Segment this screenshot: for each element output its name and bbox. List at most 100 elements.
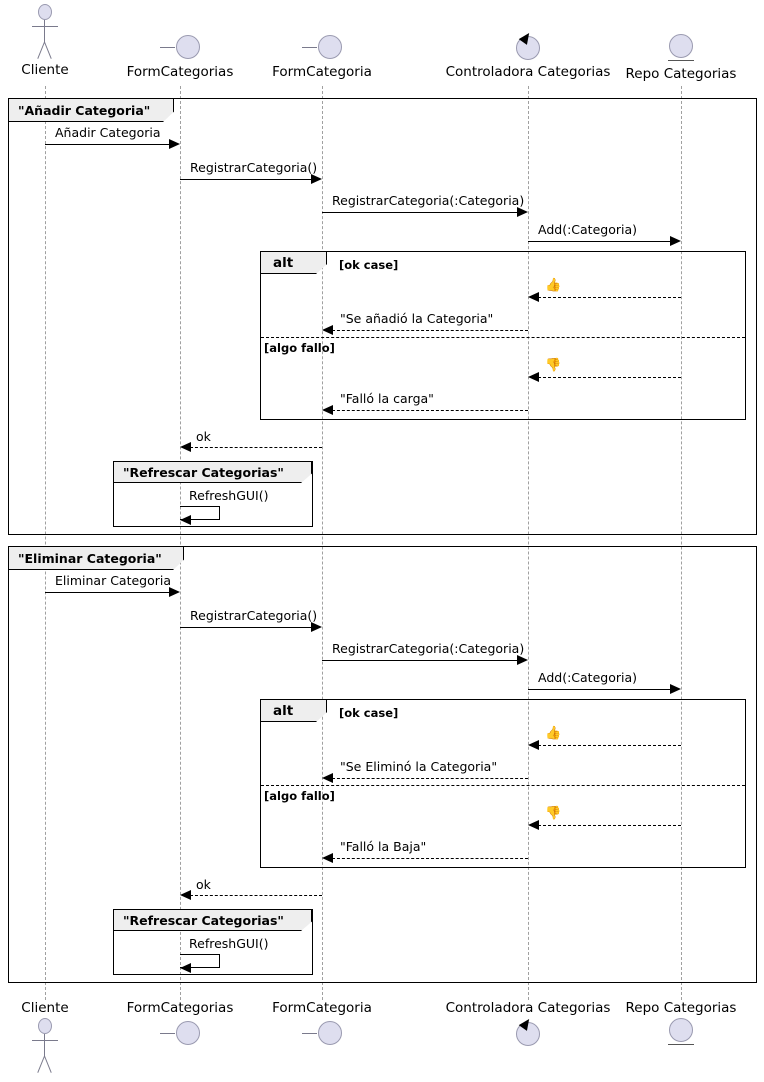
message-label: Añadir Categoria xyxy=(55,125,161,140)
arrowhead-right xyxy=(169,587,180,597)
arrowhead-right xyxy=(517,655,528,665)
fragment-eliminar-categoria xyxy=(8,546,757,983)
participant-label: Controladora Categorias xyxy=(445,64,611,80)
arrowhead-left xyxy=(180,963,191,973)
participant-label: FormCategoria xyxy=(272,1000,372,1016)
lifeline-formcategorias xyxy=(180,86,181,1000)
message-line xyxy=(180,179,312,180)
participant-formcategorias-bottom[interactable]: FormCategorias xyxy=(120,1000,240,1050)
arrowhead-left xyxy=(322,853,333,863)
participant-repo-top[interactable]: Repo Categorias xyxy=(621,32,741,82)
arrowhead-left xyxy=(528,820,539,830)
message-line xyxy=(528,241,671,242)
guard-algo-fallo: [algo fallo] xyxy=(264,341,335,355)
message-line xyxy=(538,825,681,826)
arrowhead-left xyxy=(322,773,333,783)
fragment-alt-operator: alt xyxy=(261,700,327,722)
lifeline-repo xyxy=(681,86,682,1000)
boundary-icon xyxy=(120,30,240,64)
fragment-eliminar-title: "Eliminar Categoria" xyxy=(9,547,184,570)
participant-formcategoria-bottom[interactable]: FormCategoria xyxy=(262,1000,382,1050)
control-icon xyxy=(443,1016,613,1050)
actor-stick-figure-icon xyxy=(5,1016,85,1076)
arrowhead-left xyxy=(528,372,539,382)
fragment-alt-operator: alt xyxy=(261,252,327,274)
participant-formcategoria-top[interactable]: FormCategoria xyxy=(262,30,382,80)
message-label: RegistrarCategoria() xyxy=(190,608,318,623)
entity-icon xyxy=(621,1016,741,1050)
message-label: "Falló la Baja" xyxy=(340,839,427,854)
participant-cliente-bottom[interactable]: Cliente xyxy=(5,1000,85,1076)
message-line xyxy=(322,660,518,661)
arrowhead-right xyxy=(311,622,322,632)
message-line xyxy=(332,778,528,779)
participant-label: Repo Categorias xyxy=(625,66,737,82)
participant-formcategorias-top[interactable]: FormCategorias xyxy=(120,30,240,80)
message-line xyxy=(538,745,681,746)
message-line xyxy=(332,410,528,411)
message-label: Add(:Categoria) xyxy=(538,670,637,685)
self-message-loop xyxy=(180,954,220,968)
participant-label: Cliente xyxy=(21,1000,69,1016)
boundary-icon xyxy=(120,1016,240,1050)
message-label: RefreshGUI() xyxy=(189,936,269,951)
lifeline-controladora xyxy=(528,86,529,1000)
arrowhead-right xyxy=(311,174,322,184)
participant-controladora-top[interactable]: Controladora Categorias xyxy=(443,30,613,80)
participant-label: Cliente xyxy=(21,62,69,78)
fragment-alt-anadir xyxy=(260,251,746,420)
arrowhead-right xyxy=(670,684,681,694)
arrowhead-left xyxy=(322,325,333,335)
participant-label: FormCategorias xyxy=(126,1000,234,1016)
self-message-loop xyxy=(180,506,220,520)
thumbs-down-icon: 👎 xyxy=(545,358,562,373)
guard-ok-case: [ok case] xyxy=(339,706,399,720)
message-label: RegistrarCategoria(:Categoria) xyxy=(332,641,525,656)
message-label: "Se añadió la Categoria" xyxy=(340,311,494,326)
thumbs-down-icon: 👎 xyxy=(545,806,562,821)
message-line xyxy=(180,627,312,628)
fragment-refrescar-anadir xyxy=(113,461,313,527)
message-label: ok xyxy=(196,877,211,892)
lifeline-formcategoria xyxy=(322,86,323,1000)
guard-ok-case: [ok case] xyxy=(339,258,399,272)
message-line xyxy=(538,377,681,378)
fragment-refrescar-eliminar xyxy=(113,909,313,975)
message-label: "Falló la carga" xyxy=(340,391,434,406)
participant-cliente-top[interactable]: Cliente xyxy=(5,2,85,78)
actor-stick-figure-icon xyxy=(5,2,85,62)
entity-icon xyxy=(621,32,741,66)
boundary-icon xyxy=(262,30,382,64)
arrowhead-left xyxy=(180,515,191,525)
arrowhead-left xyxy=(322,405,333,415)
lifeline-cliente xyxy=(45,86,46,1000)
alt-divider xyxy=(261,785,745,786)
message-line xyxy=(332,330,528,331)
control-icon xyxy=(443,30,613,64)
arrowhead-left xyxy=(180,890,191,900)
arrowhead-left xyxy=(180,442,191,452)
arrowhead-right xyxy=(517,207,528,217)
message-label: Eliminar Categoria xyxy=(55,573,172,588)
participant-label: Controladora Categorias xyxy=(445,1000,611,1016)
participant-controladora-bottom[interactable]: Controladora Categorias xyxy=(443,1000,613,1050)
message-line xyxy=(190,447,322,448)
thumbs-up-icon: 👍 xyxy=(545,278,562,293)
message-label: Add(:Categoria) xyxy=(538,222,637,237)
arrowhead-left xyxy=(528,292,539,302)
arrowhead-right xyxy=(670,236,681,246)
message-label: RegistrarCategoria() xyxy=(190,160,318,175)
participant-label: FormCategoria xyxy=(272,64,372,80)
message-line xyxy=(538,297,681,298)
arrowhead-left xyxy=(528,740,539,750)
boundary-icon xyxy=(262,1016,382,1050)
guard-algo-fallo: [algo fallo] xyxy=(264,789,335,803)
arrowhead-right xyxy=(169,139,180,149)
message-line xyxy=(322,212,518,213)
message-label: RefreshGUI() xyxy=(189,488,269,503)
fragment-refrescar-title: "Refrescar Categorias" xyxy=(114,910,312,931)
message-line xyxy=(332,858,528,859)
message-line xyxy=(45,144,170,145)
participant-repo-bottom[interactable]: Repo Categorias xyxy=(621,1000,741,1050)
